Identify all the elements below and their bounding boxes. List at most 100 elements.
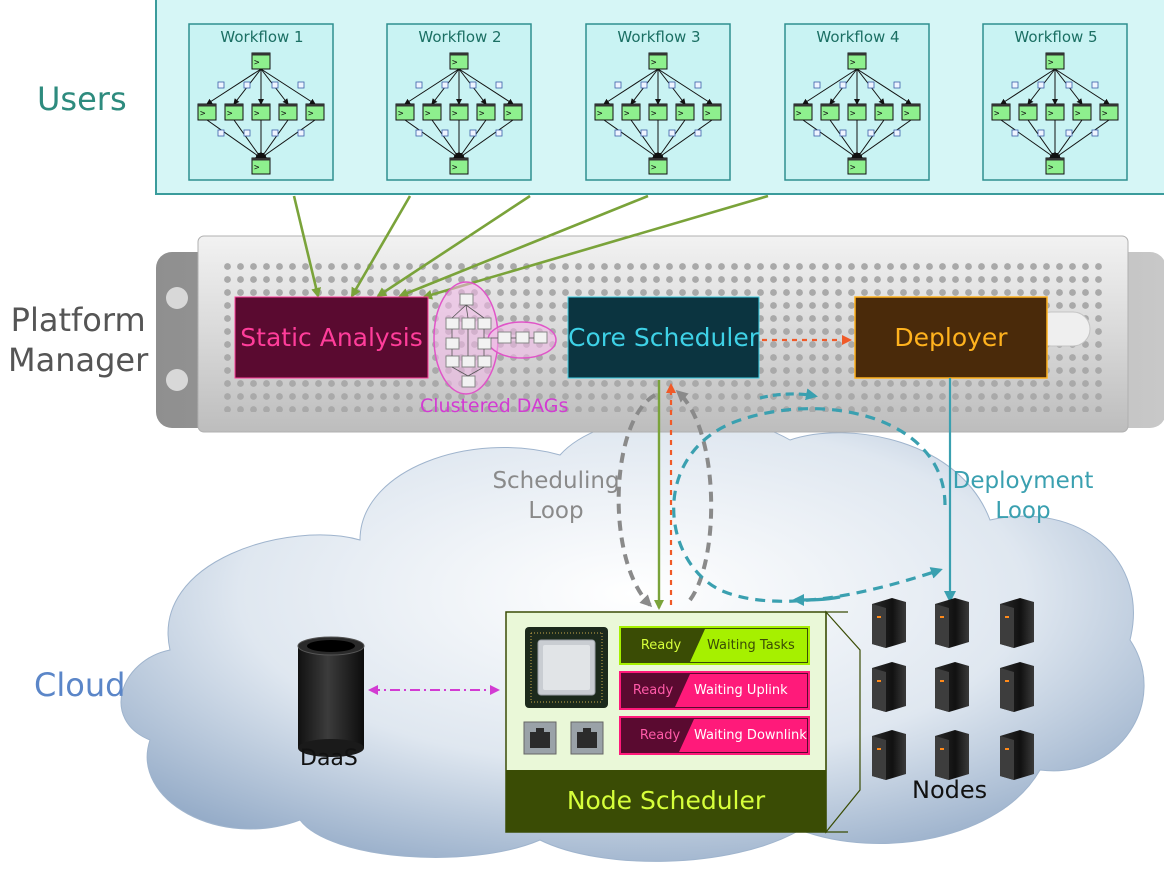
dag-data-marker bbox=[243, 129, 251, 137]
dag-data-marker bbox=[640, 81, 648, 89]
dag-edge bbox=[829, 119, 858, 159]
dag-task-titlebar bbox=[649, 104, 667, 107]
dag-data-marker bbox=[495, 129, 503, 137]
daas-storage-icon bbox=[297, 636, 365, 757]
dag-task-glyph: > bbox=[796, 109, 802, 119]
dag-edge bbox=[603, 119, 659, 159]
scheduling-loop-line2: Loop bbox=[528, 498, 584, 524]
dag-data-marker bbox=[243, 81, 251, 89]
dag-task-titlebar bbox=[1100, 104, 1118, 107]
dag-task-glyph: > bbox=[506, 109, 512, 119]
queue-waiting-tasks bbox=[619, 626, 810, 665]
queue-2-ready: Ready bbox=[632, 683, 674, 698]
dag-data-marker bbox=[668, 81, 676, 89]
dag-data-marker bbox=[694, 81, 702, 89]
dag-data-marker bbox=[1037, 129, 1045, 137]
server-node-icon[interactable] bbox=[1000, 730, 1034, 780]
dag-data-marker bbox=[495, 81, 503, 89]
static-analysis-box[interactable] bbox=[234, 296, 429, 379]
dag-task-titlebar bbox=[649, 158, 667, 161]
dag-task-titlebar bbox=[279, 104, 297, 107]
dag-task-glyph: > bbox=[850, 163, 856, 173]
dag-task-glyph: > bbox=[597, 109, 603, 119]
server-node-icon[interactable] bbox=[935, 730, 969, 780]
workflow-2-title: Workflow 2 bbox=[418, 28, 502, 46]
daas-label: DaaS bbox=[300, 746, 358, 771]
dag-task-glyph: > bbox=[227, 109, 233, 119]
dag-task-glyph: > bbox=[425, 109, 431, 119]
ethernet-port-icon bbox=[570, 721, 604, 755]
workflow-3-title: Workflow 3 bbox=[617, 28, 701, 46]
dag-data-marker bbox=[271, 81, 279, 89]
workflow-group: >>>>>>>>>>>>>>>>>>>>>>>>>>>>>>>>>>> bbox=[188, 23, 1128, 181]
deployment-loop-label: Deployment Loop bbox=[948, 466, 1098, 526]
dag-data-marker bbox=[893, 129, 901, 137]
queue-2-text: Ready Waiting Uplink bbox=[622, 674, 807, 707]
dag-task-glyph: > bbox=[1021, 109, 1027, 119]
platform-manager-line2: Manager bbox=[8, 341, 149, 379]
dag-task-titlebar bbox=[703, 104, 721, 107]
dag-edge bbox=[657, 119, 686, 159]
dag-task-titlebar bbox=[622, 104, 640, 107]
dag-task-glyph: > bbox=[651, 109, 657, 119]
dag-task-titlebar bbox=[396, 104, 414, 107]
dag-task-titlebar bbox=[1046, 53, 1064, 56]
dag-edge bbox=[458, 119, 487, 159]
cluster-edge bbox=[465, 304, 485, 319]
server-node-icon[interactable] bbox=[872, 730, 906, 780]
dag-data-marker bbox=[297, 129, 305, 137]
deployer-label: Deployer bbox=[894, 323, 1008, 352]
dag-task-titlebar bbox=[477, 104, 495, 107]
dag-data-marker bbox=[694, 129, 702, 137]
cluster-task-node bbox=[445, 355, 460, 368]
dag-edge bbox=[657, 119, 713, 159]
dag-edge bbox=[404, 68, 460, 105]
dag-data-marker bbox=[1065, 81, 1073, 89]
server-node-icon[interactable] bbox=[935, 662, 969, 712]
core-scheduler-box[interactable] bbox=[567, 296, 760, 379]
node-zoom-lines bbox=[825, 610, 861, 834]
cluster-task-node bbox=[477, 337, 492, 350]
dag-data-marker bbox=[415, 81, 423, 89]
dag-data-marker bbox=[839, 129, 847, 137]
cluster-task-node bbox=[445, 337, 460, 350]
dag-task-titlebar bbox=[595, 104, 613, 107]
server-node-icon[interactable] bbox=[872, 598, 906, 648]
dag-task-glyph: > bbox=[452, 109, 458, 119]
ethernet-port-icon bbox=[523, 721, 557, 755]
queue-3-ready: Ready bbox=[639, 728, 681, 743]
platform-manager-line1: Platform bbox=[10, 301, 146, 339]
cluster-task-node bbox=[461, 355, 476, 368]
deployment-loop-top-arrow bbox=[759, 388, 818, 401]
server-node-icon[interactable] bbox=[1000, 662, 1034, 712]
dag-edge bbox=[1000, 68, 1056, 105]
dag-edge bbox=[1054, 68, 1110, 105]
dag-task-titlebar bbox=[1046, 158, 1064, 161]
nodes-label: Nodes bbox=[912, 776, 988, 804]
dag-task-titlebar bbox=[676, 104, 694, 107]
server-node-icon[interactable] bbox=[872, 662, 906, 712]
dag-task-titlebar bbox=[450, 53, 468, 56]
dag-edge bbox=[206, 68, 262, 105]
dag-data-marker bbox=[297, 81, 305, 89]
server-node-icon[interactable] bbox=[1000, 598, 1034, 648]
dag-edge bbox=[233, 119, 262, 159]
dag-edge bbox=[260, 119, 289, 159]
dag-task-glyph: > bbox=[651, 163, 657, 173]
queue-1-ready: Ready bbox=[640, 638, 682, 653]
dag-task-glyph: > bbox=[678, 109, 684, 119]
workflow-to-analysis-arrows bbox=[292, 194, 769, 300]
deployer-box[interactable] bbox=[854, 296, 1048, 379]
server-node-icon[interactable] bbox=[935, 598, 969, 648]
dag-task-titlebar bbox=[252, 104, 270, 107]
dag-task-glyph: > bbox=[624, 109, 630, 119]
dag-data-marker bbox=[614, 81, 622, 89]
dag-edge bbox=[260, 68, 316, 105]
deployment-loop-bottom-arrow bbox=[792, 593, 841, 606]
dag-edge bbox=[802, 68, 858, 105]
dag-task-glyph: > bbox=[479, 109, 485, 119]
dag-edge bbox=[1027, 119, 1056, 159]
platform-manager-tier-label: Platform Manager bbox=[8, 300, 148, 380]
cluster-task-node bbox=[477, 355, 492, 368]
dag-task-glyph: > bbox=[1048, 163, 1054, 173]
